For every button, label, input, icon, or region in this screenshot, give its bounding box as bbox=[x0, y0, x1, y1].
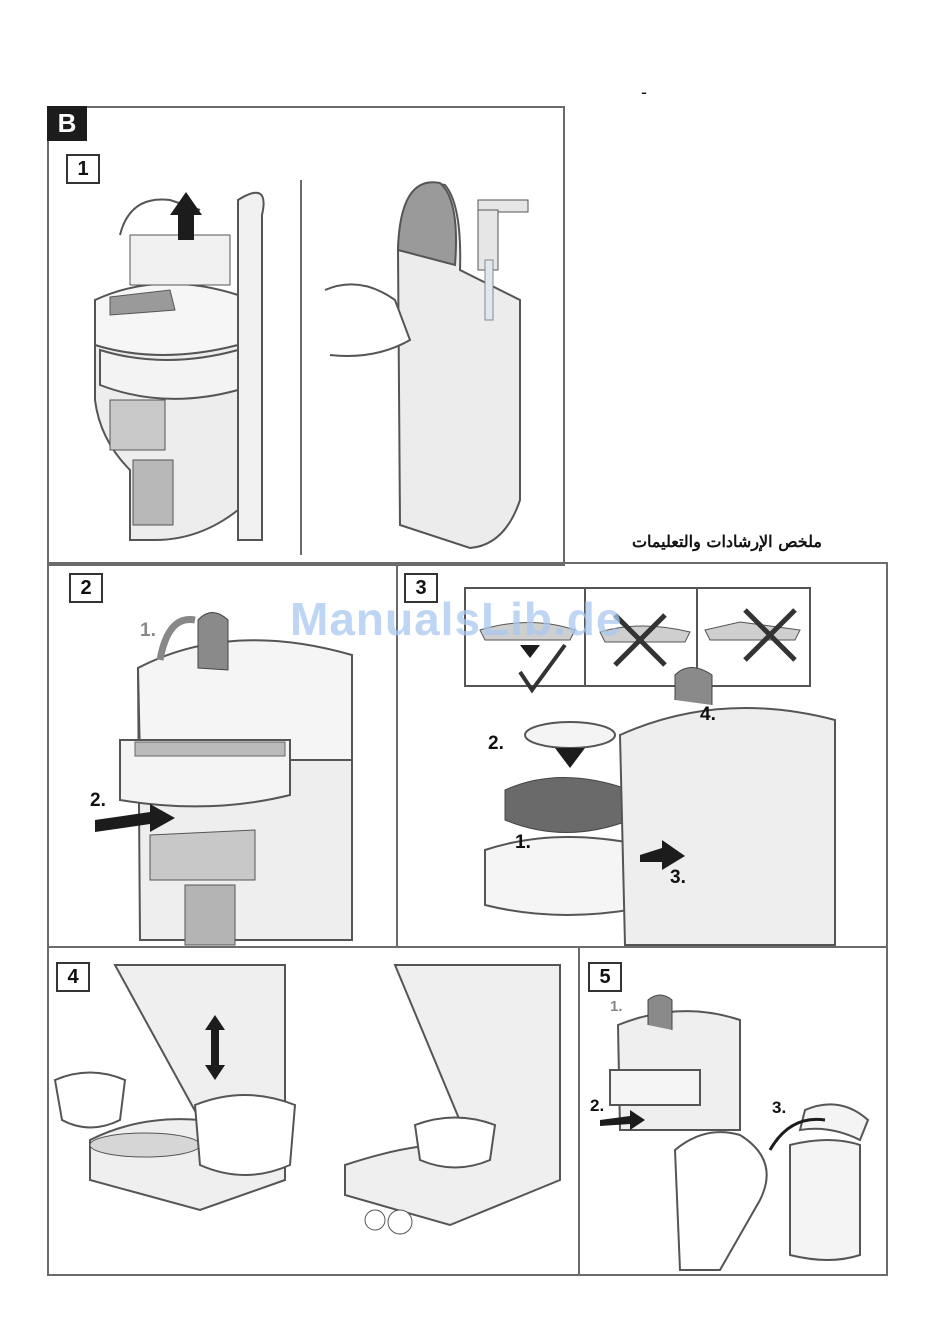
step-5-label-1: 1. bbox=[610, 998, 623, 1015]
step-5-label-2: 2. bbox=[590, 1096, 604, 1116]
step-5-label-3: 3. bbox=[772, 1098, 786, 1118]
